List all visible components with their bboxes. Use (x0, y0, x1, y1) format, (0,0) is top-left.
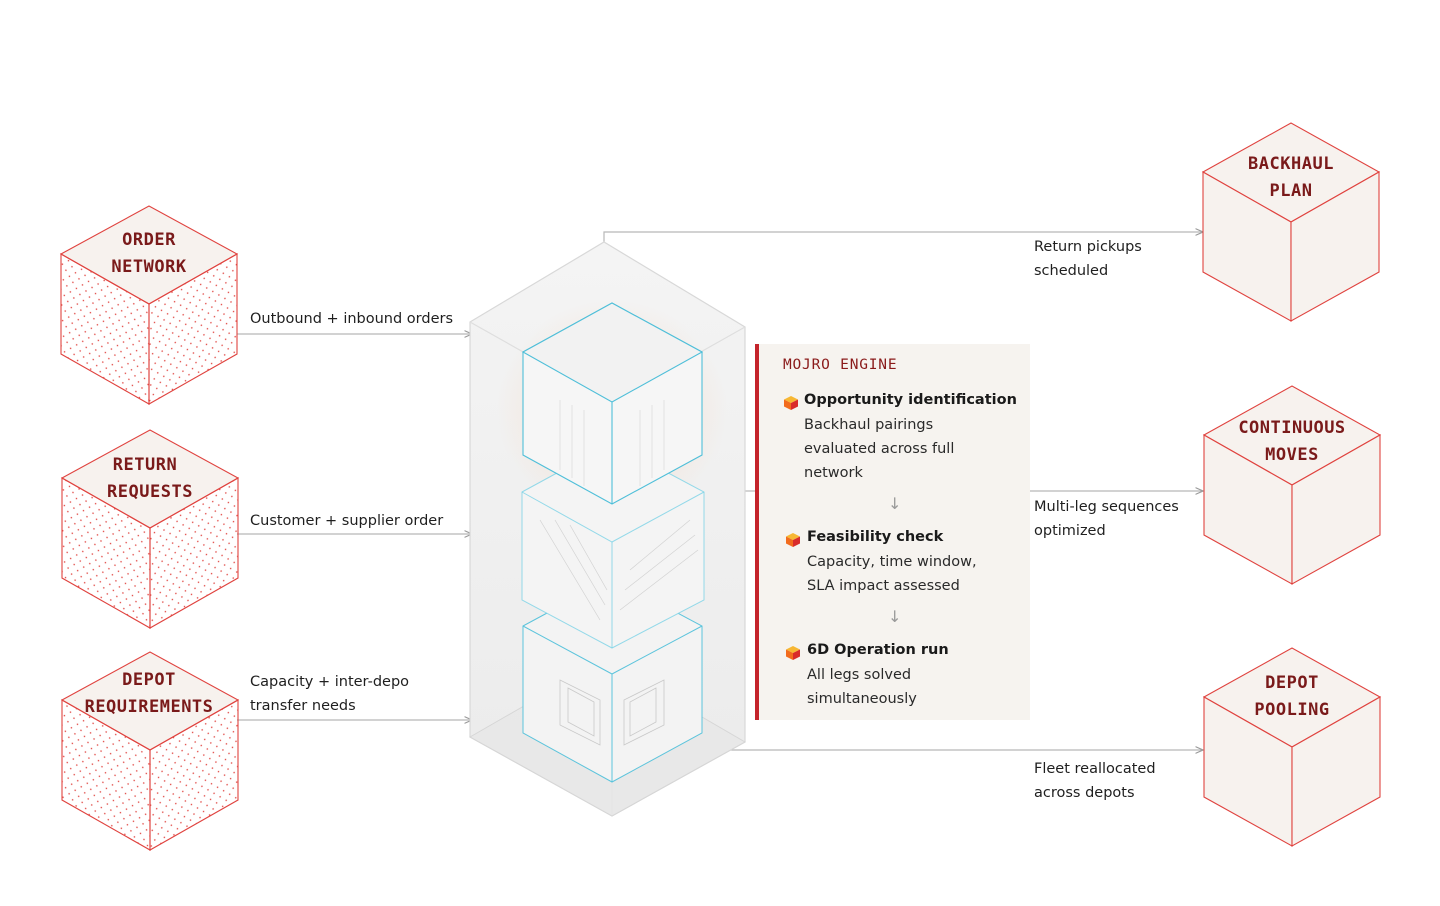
cube-return-requests: RETURN REQUESTS (60, 429, 240, 629)
engine-cube-top (521, 302, 704, 505)
cube-backhaul-plan-line1: BACKHAUL (1248, 154, 1334, 174)
cube-depot-requirements: DEPOT REQUIREMENTS (60, 651, 240, 851)
input-connectors (237, 334, 472, 720)
flow-label-customer-supplier: Customer + supplier order (250, 513, 444, 529)
cube-depot-requirements-line1: DEPOT (122, 670, 176, 690)
cube-continuous-moves-line2: MOVES (1265, 445, 1319, 465)
flow-label-return-pickups: Return pickups scheduled (1034, 239, 1142, 279)
cube-order-network-line2: NETWORK (111, 257, 186, 277)
cube-step-icon (786, 533, 800, 547)
cube-step-icon (786, 646, 800, 660)
engine-column (468, 241, 747, 817)
flow-label-fleet-reallocated: Fleet reallocated across depots (1034, 761, 1156, 801)
output-connectors (603, 232, 1203, 750)
cube-continuous-moves-line1: CONTINUOUS (1238, 418, 1345, 438)
flow-label-multi-leg: Multi-leg sequences optimized (1034, 499, 1179, 539)
cube-step-icon (784, 396, 798, 410)
step-title-opportunity: Opportunity identification (804, 392, 1017, 408)
step-title-6d-operation: 6D Operation run (807, 642, 949, 658)
cube-depot-pooling-line2: POOLING (1254, 700, 1329, 720)
cube-depot-requirements-line2: REQUIREMENTS (85, 697, 214, 717)
cube-backhaul-plan-line2: PLAN (1270, 181, 1313, 201)
step-title-feasibility: Feasibility check (807, 529, 944, 545)
cube-continuous-moves: CONTINUOUS MOVES (1202, 385, 1382, 585)
cube-return-requests-line2: REQUESTS (107, 482, 193, 502)
flow-label-capacity-transfer: Capacity + inter-depo transfer needs (250, 674, 410, 714)
cube-return-requests-line1: RETURN (113, 455, 177, 475)
step-arrow-down-icon: ↓ (888, 494, 902, 513)
engine-cube-bottom (522, 577, 703, 783)
connector-backhaul-plan (603, 232, 1203, 242)
flow-label-outbound-inbound: Outbound + inbound orders (250, 311, 454, 327)
cube-order-network: ORDER NETWORK (59, 205, 239, 405)
engine-title: MOJRO ENGINE (783, 357, 898, 373)
cube-backhaul-plan: BACKHAUL PLAN (1201, 122, 1381, 322)
engine-panel: MOJRO ENGINE Opportunity identification … (755, 344, 1030, 720)
step-desc-feasibility: Capacity, time window, SLA impact assess… (807, 554, 977, 594)
cube-depot-pooling: DEPOT POOLING (1202, 647, 1382, 847)
step-arrow-down-icon: ↓ (888, 607, 902, 626)
step-desc-6d-operation: All legs solved simultaneously (807, 667, 917, 707)
step-desc-opportunity: Backhaul pairings evaluated across full … (804, 417, 955, 481)
cube-order-network-line1: ORDER (122, 230, 176, 250)
cube-depot-pooling-line1: DEPOT (1265, 673, 1319, 693)
